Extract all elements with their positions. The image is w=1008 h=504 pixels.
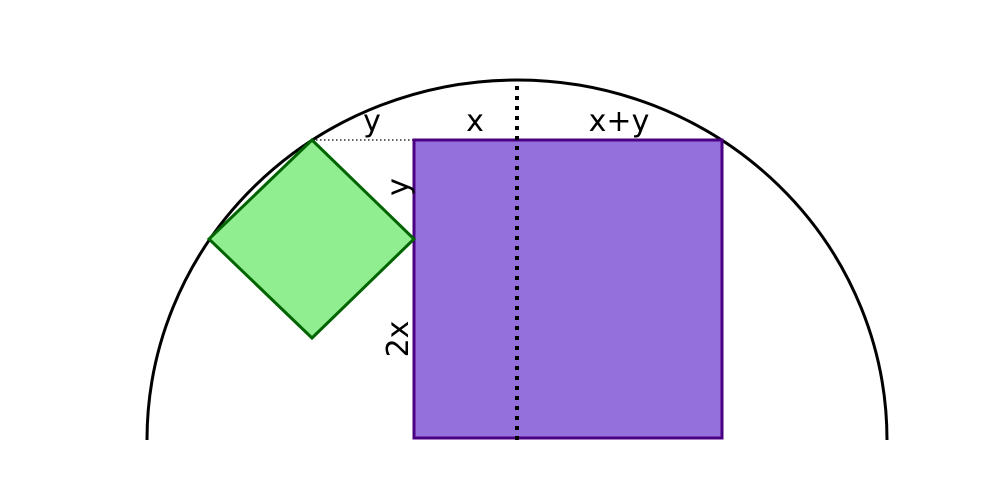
label-side-y: y [381, 178, 416, 196]
label-side-2x: 2x [381, 321, 416, 358]
green-diamond [206, 137, 417, 341]
label-top-right: x+y [589, 104, 650, 139]
label-top-x: x [466, 104, 484, 139]
label-top-left-y: y [363, 104, 381, 139]
semicircle-arc [145, 78, 889, 441]
purple-square [412, 138, 724, 440]
